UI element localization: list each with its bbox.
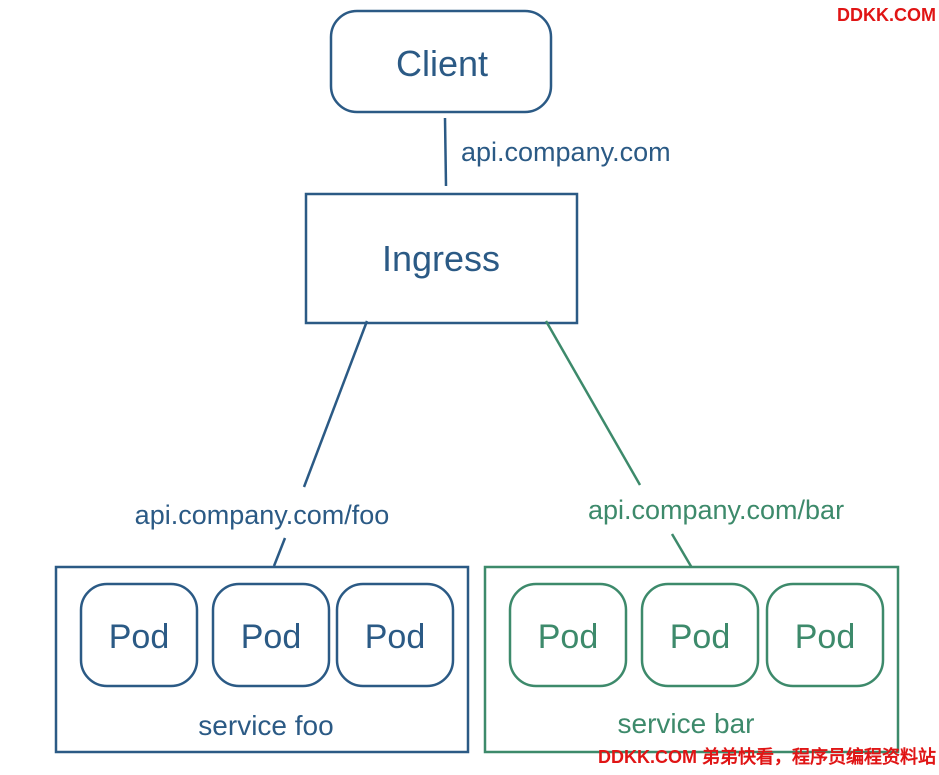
pod-label: Pod xyxy=(538,618,599,656)
watermark-bottom: DDKK.COM 弟弟快看，程序员编程资料站 xyxy=(598,747,936,767)
edge-ingress-bar: api.company.com/bar xyxy=(544,320,844,569)
edge-client-ingress: api.company.com xyxy=(443,117,671,187)
service-bar-label: service bar xyxy=(618,708,755,739)
pod-label: Pod xyxy=(670,618,731,656)
pod-label: Pod xyxy=(241,618,302,656)
pod-node: Pod xyxy=(211,582,331,688)
pod-label: Pod xyxy=(795,618,856,656)
pod-label: Pod xyxy=(109,618,170,656)
watermark-top: DDKK.COM xyxy=(837,5,936,25)
edge-ingress-foo-label: api.company.com/foo xyxy=(135,500,390,530)
pod-label: Pod xyxy=(365,618,426,656)
service-foo-label: service foo xyxy=(198,710,333,741)
pod-node: Pod xyxy=(765,582,885,688)
pod-node: Pod xyxy=(335,582,455,688)
service-foo: Pod Pod Pod service foo xyxy=(54,565,470,754)
client-node: Client xyxy=(329,9,553,114)
ingress-label: Ingress xyxy=(382,238,500,279)
pod-node: Pod xyxy=(508,582,628,688)
edge-client-ingress-label: api.company.com xyxy=(461,137,671,167)
service-bar: Pod Pod Pod service bar xyxy=(483,565,900,754)
client-label: Client xyxy=(396,43,488,84)
pod-node: Pod xyxy=(640,582,760,688)
pod-node: Pod xyxy=(79,582,199,688)
ingress-node: Ingress xyxy=(304,192,579,325)
edge-ingress-foo: api.company.com/foo xyxy=(135,320,390,567)
edge-ingress-bar-label: api.company.com/bar xyxy=(588,495,844,525)
